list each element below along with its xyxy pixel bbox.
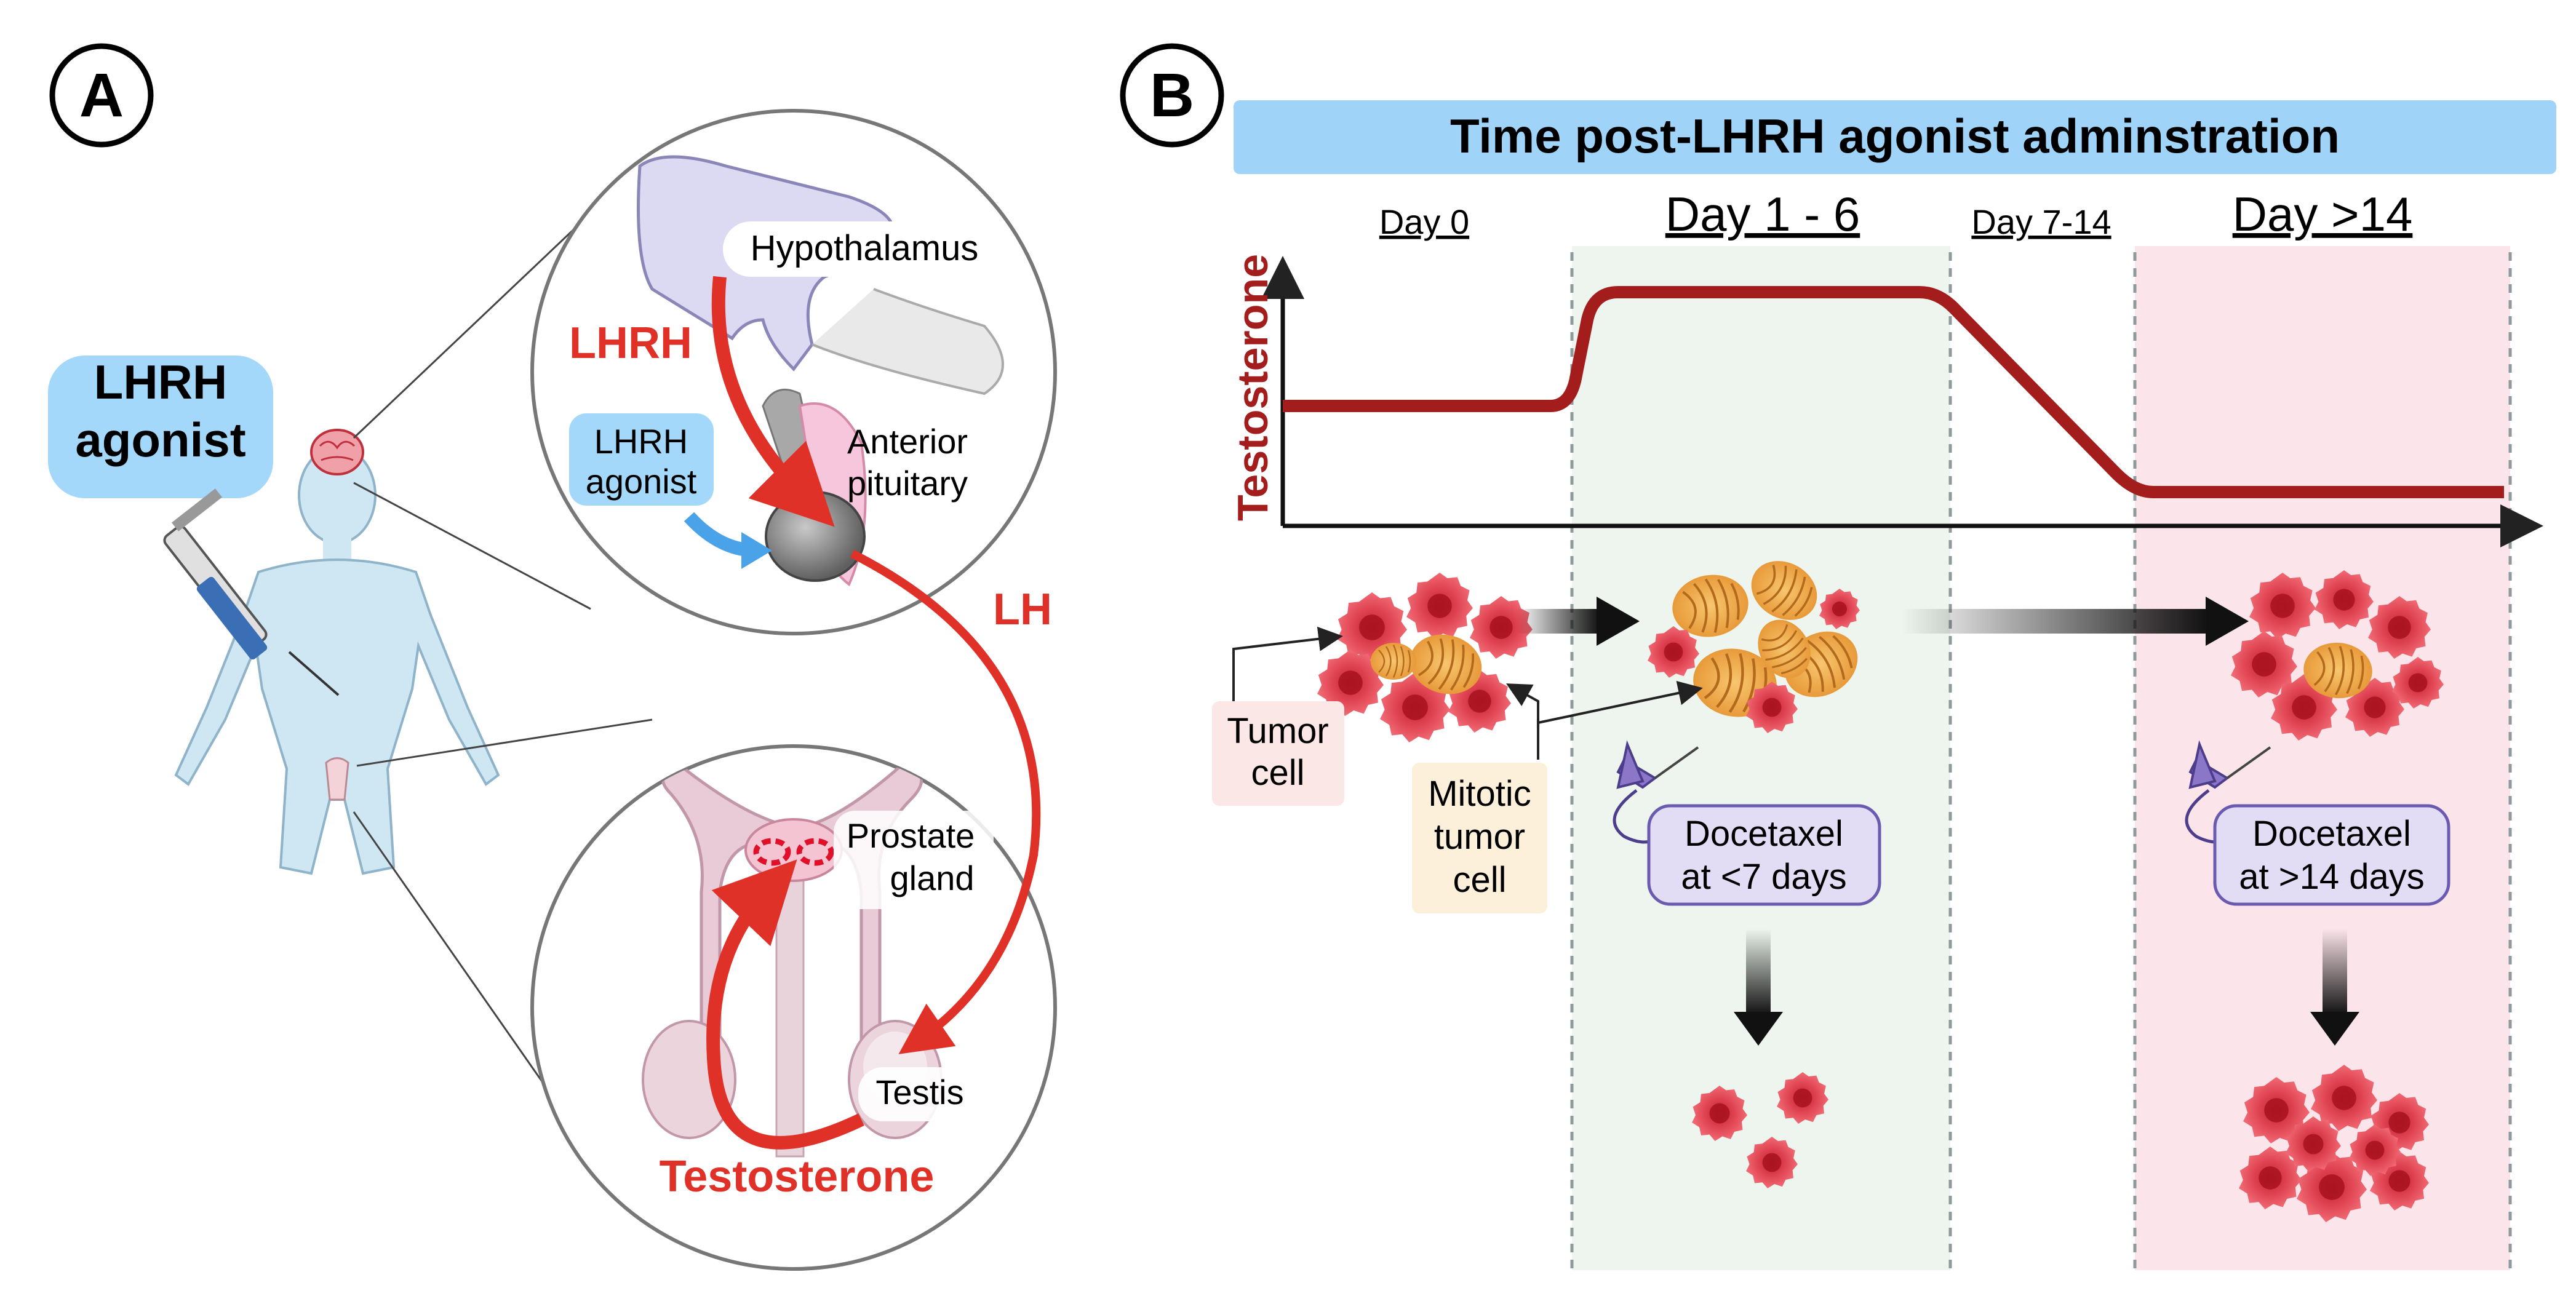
time-banner: Time post-LHRH agonist adminstration [1234, 100, 2556, 174]
day-label-3: Day >14 [2233, 187, 2413, 241]
testosterone-label: Testosterone [660, 1152, 935, 1201]
day-label-2: Day 7-14 [1971, 202, 2111, 241]
day-label-1: Day 1 - 6 [1665, 187, 1860, 241]
hypothalamus-label: Hypothalamus [751, 228, 979, 268]
lhrh-agonist-label-line1: LHRH [594, 422, 688, 461]
docetaxel-late-label: Docetaxel at >14 days [2213, 804, 2450, 906]
zone-day1-6 [1572, 246, 1950, 1270]
panel-b-letter-badge: B [1120, 43, 1224, 148]
anterior-pituitary-line2: pituitary [847, 464, 968, 503]
human-body-illustration [163, 429, 500, 875]
lhrh-agonist-label-line2: agonist [586, 462, 697, 501]
prostate-label-line2: gland [890, 859, 974, 897]
tumor-cell-line2: cell [1251, 753, 1304, 793]
progression-arrows [1517, 597, 2359, 1046]
tumor-cell-label: Tumor cell [1212, 701, 1344, 806]
docetaxel-early-label: Docetaxel at <7 days [1647, 804, 1881, 906]
drug-label-line1: LHRH [94, 355, 228, 409]
panel-b-letter: B [1150, 61, 1194, 130]
zone-dividers [1570, 252, 2512, 1270]
anterior-pituitary-line1: Anterior [847, 422, 968, 461]
testosterone-arrow [706, 859, 864, 1150]
y-axis-label: Testosterone [1229, 254, 1277, 521]
brain-icon [310, 429, 364, 475]
panel-a-letter: A [79, 61, 124, 130]
lh-arrow [850, 549, 1041, 1054]
hormone-arrows [684, 276, 1041, 1150]
iv-needle-icon-early [1613, 740, 1699, 844]
prostate-small-icon [325, 757, 349, 801]
banner-title: Time post-LHRH agonist adminstration [1450, 109, 2340, 163]
day-label-0: Day 0 [1379, 202, 1469, 241]
lhrh-label: LHRH [569, 319, 692, 368]
day-labels: Day 0 Day 1 - 6 Day 7-14 Day >14 [1379, 187, 2413, 241]
prostate-label-line1: Prostate [847, 816, 975, 855]
lhrh-arrow [711, 276, 835, 527]
panel-a: A LHRH agonist [48, 43, 1057, 1271]
mitotic-line3: cell [1453, 860, 1506, 900]
agonist-arrowhead [741, 532, 772, 569]
pointer-lines [1232, 626, 1703, 760]
brain-zoom-circle [530, 109, 1057, 635]
docetaxel-late-line2: at >14 days [2239, 857, 2425, 897]
drug-label: LHRH agonist [48, 355, 273, 498]
docetaxel-late-line1: Docetaxel [2252, 814, 2411, 854]
syringe-icon [163, 488, 340, 696]
drug-label-line2: agonist [75, 413, 245, 467]
mitotic-cell-label: Mitotic tumor cell [1412, 763, 1547, 913]
testis-label: Testis [875, 1073, 963, 1111]
panel-a-labels: Hypothalamus LHRH LHRH agonist Anterior … [569, 221, 1052, 1201]
iv-needle-icon-late [2185, 740, 2271, 844]
panel-a-letter-badge: A [49, 43, 154, 148]
mitotic-line2: tumor [1434, 817, 1525, 857]
lh-label: LH [993, 585, 1052, 634]
docetaxel-early-line2: at <7 days [1681, 857, 1846, 897]
docetaxel-early-line1: Docetaxel [1685, 814, 1843, 854]
testosterone-plot: Testosterone [1229, 254, 2543, 547]
mitotic-line1: Mitotic [1428, 774, 1531, 814]
tumor-cluster-day0 [1317, 573, 1533, 742]
panel-b: B Time post-LHRH agonist adminstration D… [1120, 43, 2556, 1270]
testosterone-curve [1283, 286, 2504, 498]
tumor-cell-line1: Tumor [1227, 711, 1328, 751]
